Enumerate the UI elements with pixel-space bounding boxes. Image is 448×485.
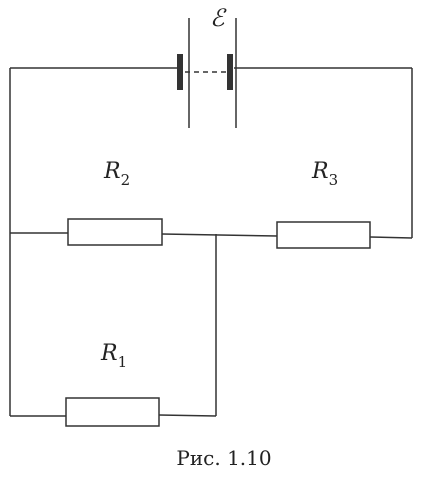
- wire-bottom-right: [158, 414, 217, 417]
- resistor-r2: [67, 218, 163, 246]
- r3-label: R3: [311, 159, 338, 189]
- battery-plate-right-short: [227, 54, 233, 90]
- r2-label: R2: [103, 159, 130, 189]
- wire-middle-right: [369, 236, 413, 239]
- wire-middle-center: [161, 233, 278, 237]
- r1-label: R1: [100, 341, 127, 371]
- resistor-r1: [65, 397, 160, 427]
- battery-plate-left-short: [177, 54, 183, 90]
- emf-label: ℰ: [210, 4, 227, 32]
- resistor-r3: [276, 221, 371, 249]
- figure-caption: Рис. 1.10: [176, 446, 272, 470]
